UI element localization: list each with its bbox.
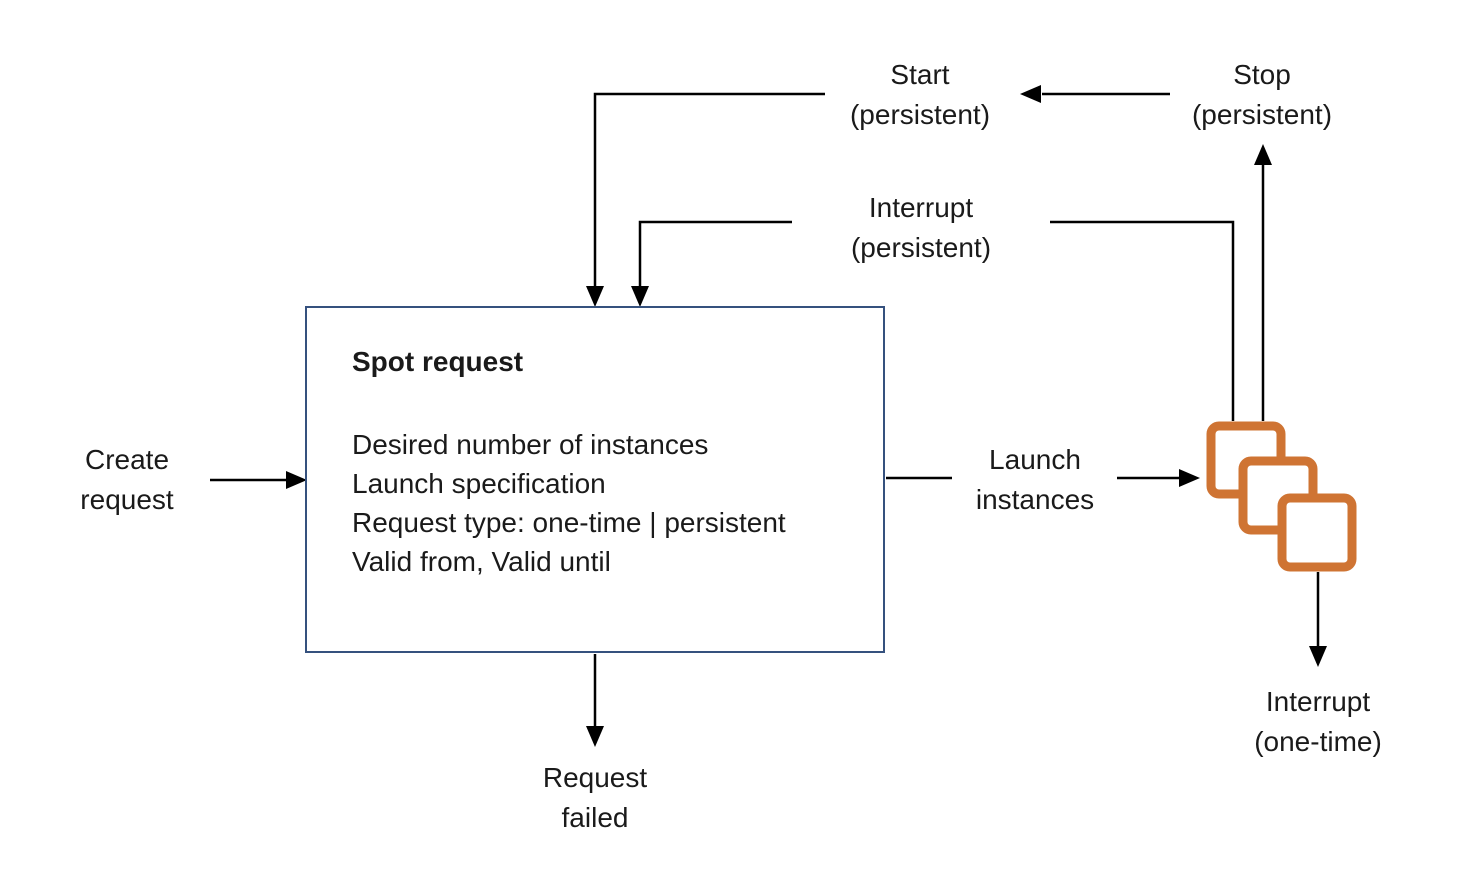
request-failed-line2: failed	[561, 802, 629, 833]
arrow-spot-request-to-request-failed	[586, 654, 604, 747]
create-request-line2: request	[80, 484, 174, 515]
start-persistent-label: Start (persistent)	[850, 55, 990, 135]
spot-request-box: Spot request Desired number of instances…	[305, 306, 885, 653]
request-failed-label: Request failed	[543, 758, 647, 838]
create-request-line1: Create	[84, 444, 170, 475]
stop-persistent-line1: Stop	[1233, 59, 1291, 90]
arrow-interrupt-persistent-to-spot-request	[631, 220, 792, 307]
interrupt-one-time-line2: (one-time)	[1254, 726, 1382, 757]
request-failed-line1: Request	[542, 762, 648, 793]
launch-instances-line1: Launch	[989, 444, 1081, 475]
interrupt-persistent-line2: (persistent)	[850, 232, 992, 263]
interrupt-one-time-label: Interrupt (one-time)	[1254, 682, 1382, 762]
arrow-instances-to-stop	[1254, 144, 1272, 421]
line-interrupt-persistent-to-instances	[1050, 220, 1235, 421]
arrow-instances-to-interrupt-one-time	[1309, 572, 1327, 667]
arrow-stop-to-start	[1020, 85, 1170, 103]
launch-instances-label: Launch instances	[976, 440, 1094, 520]
ec2-instances-icon	[1206, 421, 1357, 572]
stop-persistent-line2: (persistent)	[1191, 99, 1333, 130]
arrow-launch-label-to-instances	[1117, 469, 1200, 487]
arrow-create-request-to-spot-request	[210, 471, 307, 489]
start-persistent-line2: (persistent)	[849, 99, 991, 130]
spot-request-box-title: Spot request	[352, 346, 524, 377]
spot-request-attr-desired-number: Desired number of instances	[352, 429, 709, 460]
launch-instances-line2: instances	[975, 484, 1095, 515]
spot-request-attr-valid-from-until: Valid from, Valid until	[352, 546, 611, 577]
stop-persistent-label: Stop (persistent)	[1192, 55, 1332, 135]
interrupt-one-time-line1: Interrupt	[1265, 686, 1371, 717]
start-persistent-line1: Start	[890, 59, 950, 90]
spot-request-box-attributes: Desired number of instances Launch speci…	[352, 425, 786, 581]
arrow-start-to-spot-request	[586, 92, 825, 307]
interrupt-persistent-label: Interrupt (persistent)	[851, 188, 991, 268]
spot-request-attr-request-type: Request type: one-time | persistent	[352, 507, 786, 538]
create-request-label: Create request	[80, 440, 173, 520]
interrupt-persistent-line1: Interrupt	[868, 192, 974, 223]
spot-request-attr-launch-specification: Launch specification	[352, 468, 606, 499]
